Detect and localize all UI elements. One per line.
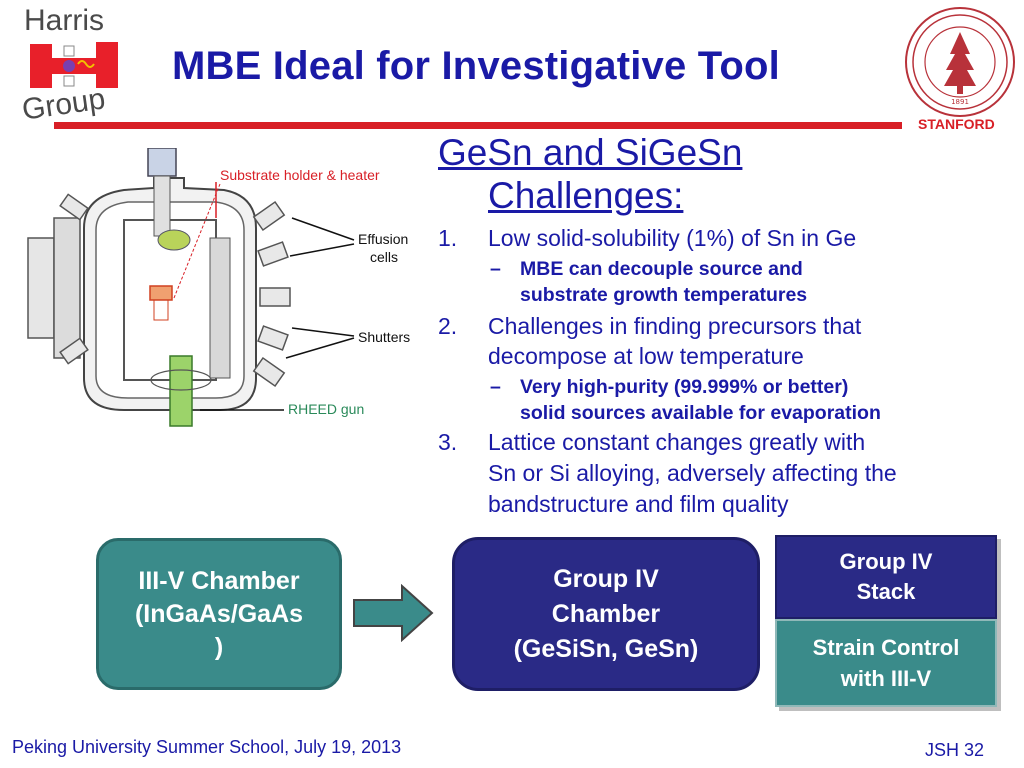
sub-text-line2: substrate growth temperatures: [520, 284, 808, 306]
challenge-number: 2.: [438, 313, 458, 339]
iiiv-line1: III-V Chamber: [138, 566, 300, 595]
iv-line2: Chamber: [551, 599, 661, 628]
sub-text-line1: Very high-purity (99.999% or better): [520, 376, 849, 398]
label-effusion: Effusion: [358, 231, 408, 247]
iiiv-chamber-box: III-V Chamber (InGaAs/GaAs ): [96, 538, 342, 690]
label-cells: cells: [370, 249, 398, 265]
challenge-text-line2: Sn or Si alloying, adversely affecting t…: [488, 460, 897, 486]
strain-line1: Strain Control: [812, 635, 960, 660]
challenge-text: Low solid-solubility (1%) of Sn in Ge: [488, 225, 857, 251]
sub-text-line1: MBE can decouple source and: [520, 258, 803, 280]
challenge-text-line1: Lattice constant changes greatly with: [488, 429, 866, 455]
stanford-seal-icon: 1891: [905, 7, 1015, 117]
sub-text-line2: solid sources available for evaporation: [520, 402, 881, 424]
stack-line1: Group IV: [839, 549, 933, 574]
seal-year: 1891: [951, 98, 969, 106]
challenge-text-line2: decompose at low temperature: [488, 343, 804, 369]
challenges-heading-line1: GeSn and SiGeSn: [438, 132, 743, 173]
sub-dash: –: [490, 258, 501, 280]
sub-dash: –: [490, 376, 501, 398]
label-shutters: Shutters: [358, 329, 410, 345]
group-iv-chamber-box: Group IV Chamber (GeSiSn, GeSn): [452, 537, 760, 691]
stanford-label: STANFORD: [918, 116, 995, 132]
iv-line1: Group IV: [553, 564, 659, 593]
challenge-number: 3.: [438, 429, 458, 455]
footer-page-number: JSH 32: [925, 740, 985, 760]
challenges-heading: GeSn and SiGeSn Challenges:: [438, 131, 838, 217]
strain-control-box: Strain Control with III-V: [775, 619, 997, 707]
right-arrow-icon: [353, 584, 434, 642]
iiiv-line2: (InGaAs/GaAs: [134, 599, 304, 628]
iiiv-line3: ): [214, 632, 224, 661]
iv-line3: (GeSiSn, GeSn): [513, 634, 699, 663]
harris-group-logo: Harris Group: [20, 4, 130, 127]
challenge-text-line3: bandstructure and film quality: [488, 491, 789, 517]
stack-line2: Stack: [856, 579, 916, 604]
slide-title: MBE Ideal for Investigative Tool: [172, 44, 780, 88]
label-rheed-gun: RHEED gun: [288, 401, 364, 417]
challenges-heading-line2: Challenges:: [488, 175, 684, 216]
strain-line2: with III-V: [840, 666, 932, 691]
logo-h-mark: [30, 42, 118, 88]
footer-event: Peking University Summer School, July 19…: [12, 737, 402, 757]
challenge-text-line1: Challenges in finding precursors that: [488, 313, 862, 339]
group-iv-stack-box: Group IV Stack: [775, 535, 997, 619]
logo-word-harris: Harris: [24, 4, 104, 37]
label-substrate-holder: Substrate holder & heater: [220, 167, 380, 183]
challenge-number: 1.: [438, 225, 458, 251]
title-divider: [54, 122, 902, 129]
mbe-chamber-diagram: Substrate holder & heater Effusion cells…: [27, 148, 410, 427]
